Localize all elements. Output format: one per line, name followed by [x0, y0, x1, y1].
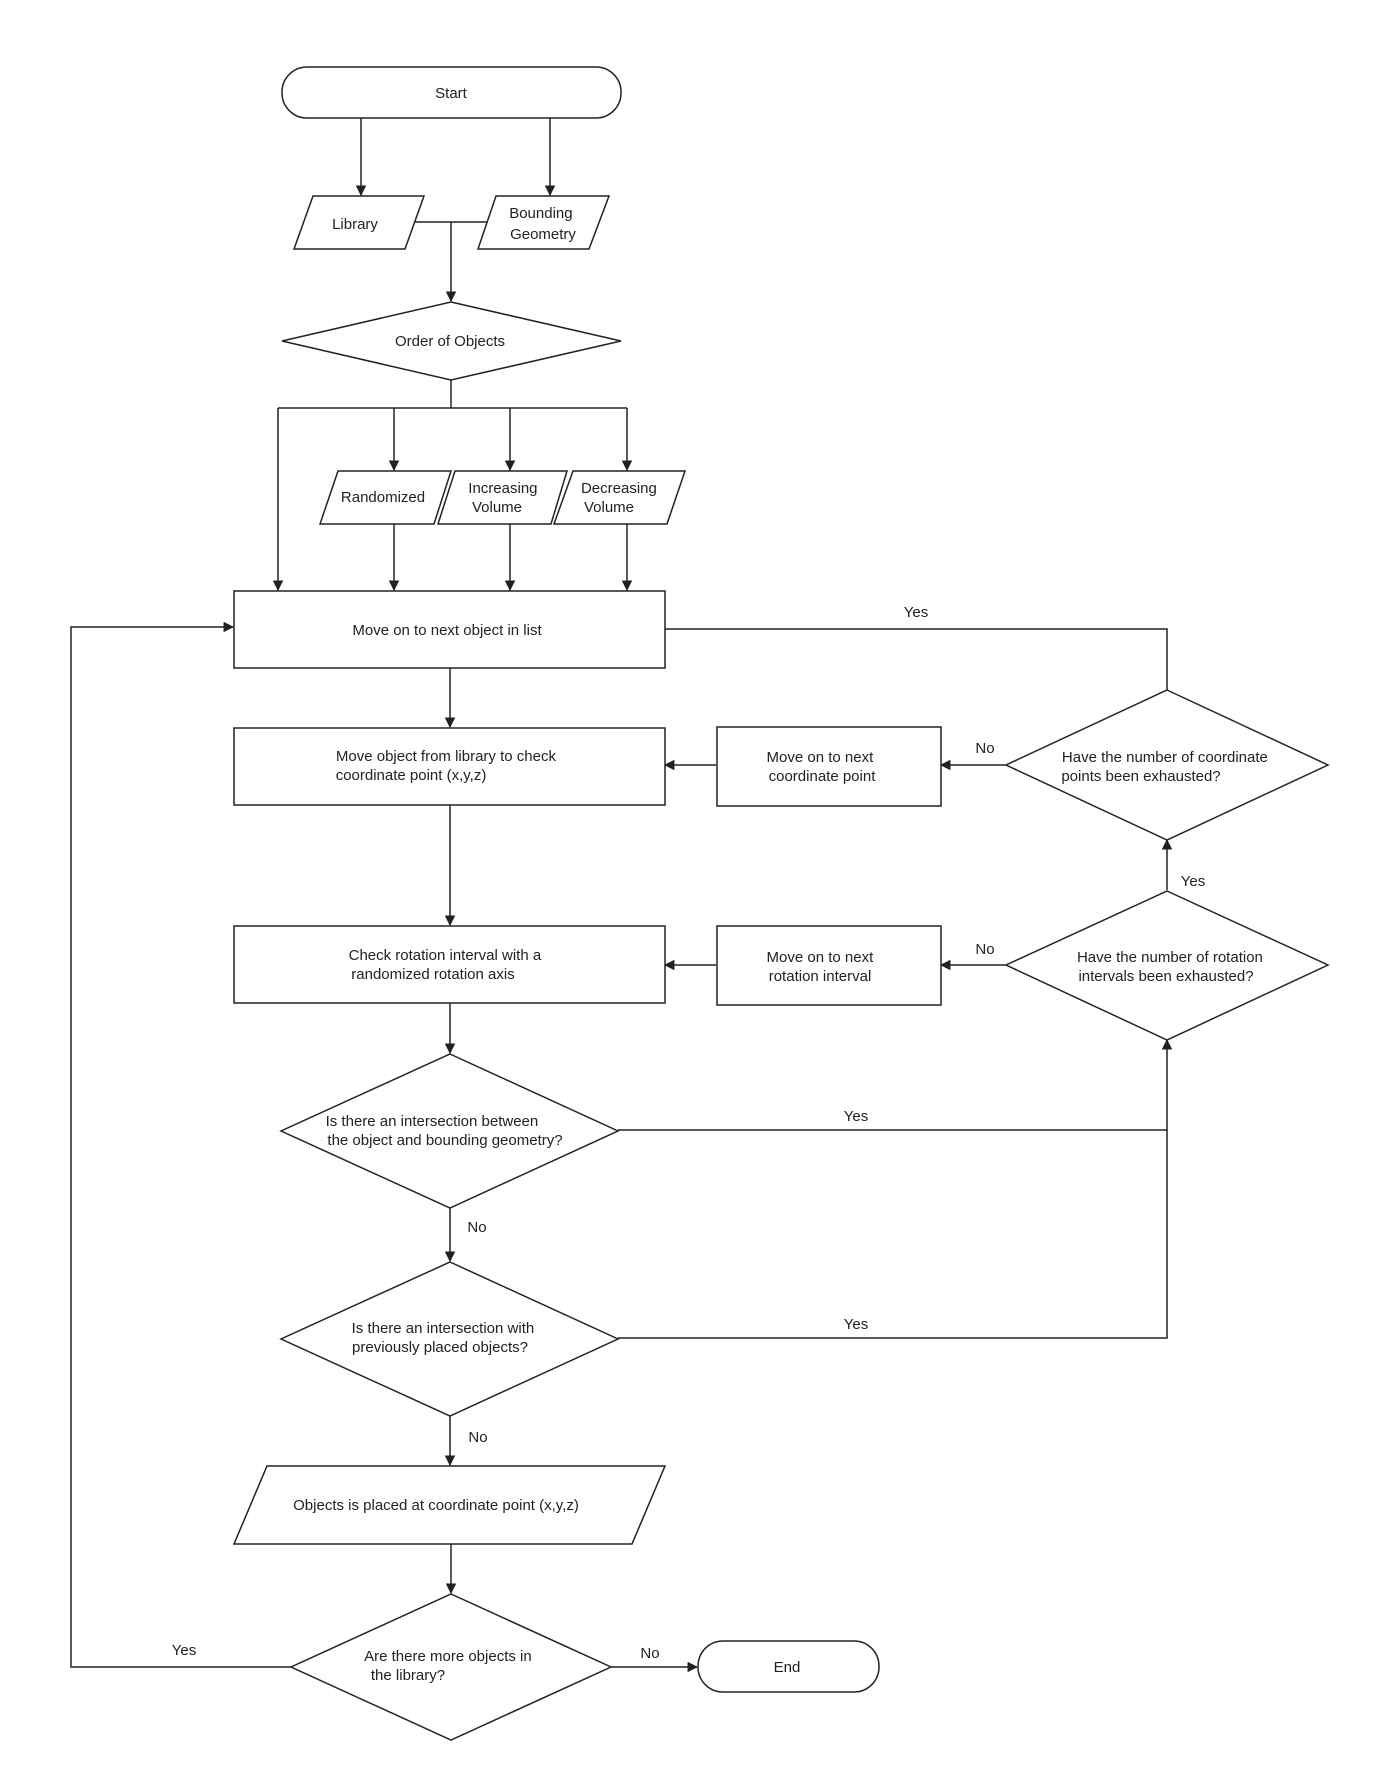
bounding-geometry-label: Bounding Geometry [509, 205, 577, 243]
increasing-volume-input [436, 470, 569, 525]
next-coordinate-line-1: Move on to next [767, 749, 875, 766]
next-coordinate-line-2: coordinate point [769, 768, 877, 785]
placed-no-label: No [468, 1429, 487, 1446]
intersect-bounding-line-2: the object and bounding geometry? [327, 1132, 562, 1149]
rotations-exhausted-line-1: Have the number of rotation [1077, 949, 1263, 966]
edge-bounding-yes [618, 1038, 1173, 1131]
move-object-process [233, 727, 666, 806]
coordinates-no-label: No [975, 740, 994, 757]
start-label: Start [435, 85, 468, 102]
check-rotation-label: Check rotation interval with a randomize… [349, 947, 546, 983]
end-terminal [697, 1640, 880, 1693]
next-rotation-line-1: Move on to next [767, 949, 875, 966]
next-coordinate-label: Move on to next coordinate point [767, 749, 878, 785]
edge-labels: Yes No Yes No Yes No Yes No Yes No [172, 604, 1205, 1662]
edge-placed-yes [618, 1130, 1168, 1339]
next-object-label: Move on to next object in list [352, 622, 542, 639]
decreasing-volume-line-2: Volume [584, 499, 634, 516]
decreasing-volume-input [552, 470, 687, 525]
intersect-placed-line-1: Is there an intersection with [352, 1320, 535, 1337]
next-rotation-label: Move on to next rotation interval [767, 949, 878, 985]
rotations-no-label: No [975, 941, 994, 958]
next-rotation-line-2: rotation interval [769, 968, 872, 985]
next-rotation-process [716, 925, 942, 1006]
more-objects-decision [289, 1593, 613, 1741]
bounding-no-label: No [467, 1219, 486, 1236]
randomized-label: Randomized [341, 489, 425, 506]
order-of-objects-decision [281, 301, 622, 381]
intersect-placed-line-2: previously placed objects? [352, 1339, 528, 1356]
more-objects-line-2: the library? [371, 1667, 445, 1684]
decreasing-volume-line-1: Decreasing [581, 480, 657, 497]
move-object-line-1: Move object from library to check [336, 748, 557, 765]
coordinates-yes-label: Yes [904, 604, 928, 621]
bounding-geometry-line-2: Geometry [510, 226, 576, 243]
order-of-objects-label: Order of Objects [395, 333, 505, 350]
check-rotation-line-2: randomized rotation axis [351, 966, 514, 983]
intersect-bounding-label: Is there an intersection between the obj… [326, 1113, 563, 1149]
decreasing-volume-label: Decreasing Volume [581, 480, 661, 516]
library-label: Library [332, 216, 378, 233]
intersect-placed-label: Is there an intersection with previously… [352, 1320, 539, 1356]
coordinates-exhausted-decision [1004, 689, 1330, 841]
intersect-placed-decision [279, 1261, 620, 1417]
rotations-exhausted-line-2: intervals been exhausted? [1078, 968, 1253, 985]
object-placed-label: Objects is placed at coordinate point (x… [293, 1497, 579, 1514]
coordinates-exhausted-label: Have the number of coordinate points bee… [1061, 749, 1272, 785]
end-label: End [774, 1659, 801, 1676]
coordinates-exhausted-line-2: points been exhausted? [1061, 768, 1220, 785]
move-object-line-2: coordinate point (x,y,z) [336, 767, 487, 784]
intersect-bounding-decision [279, 1053, 620, 1209]
rotations-exhausted-label: Have the number of rotation intervals be… [1077, 949, 1267, 985]
node-labels: Start Library Bounding Geometry Order of… [293, 85, 1272, 1684]
shapes [232, 66, 1330, 1741]
rotations-yes-label: Yes [1181, 873, 1205, 890]
edge-coordinates-yes [665, 628, 1168, 690]
next-coordinate-process [716, 726, 942, 807]
increasing-volume-line-2: Volume [472, 499, 522, 516]
bounding-geometry-input [476, 195, 611, 250]
rotations-exhausted-decision [1004, 890, 1330, 1041]
increasing-volume-line-1: Increasing [468, 480, 537, 497]
more-objects-line-1: Are there more objects in [364, 1648, 532, 1665]
bounding-geometry-line-1: Bounding [509, 205, 572, 222]
randomized-input [318, 470, 453, 525]
coordinates-exhausted-line-1: Have the number of coordinate [1062, 749, 1268, 766]
more-objects-label: Are there more objects in the library? [364, 1648, 536, 1684]
edge-more-yes [70, 621, 291, 1668]
check-rotation-process [233, 925, 666, 1004]
check-rotation-line-1: Check rotation interval with a [349, 947, 542, 964]
more-yes-label: Yes [172, 1642, 196, 1659]
start-terminal [281, 66, 622, 119]
more-no-label: No [640, 1645, 659, 1662]
library-input [292, 195, 426, 250]
move-object-label: Move object from library to check coordi… [336, 748, 560, 784]
bounding-yes-label: Yes [844, 1108, 868, 1125]
object-placed-output [232, 1465, 667, 1545]
placed-yes-label: Yes [844, 1316, 868, 1333]
increasing-volume-label: Increasing Volume [468, 480, 541, 516]
next-object-process [233, 590, 666, 669]
connectors [70, 118, 1173, 1673]
intersect-bounding-line-1: Is there an intersection between [326, 1113, 539, 1130]
